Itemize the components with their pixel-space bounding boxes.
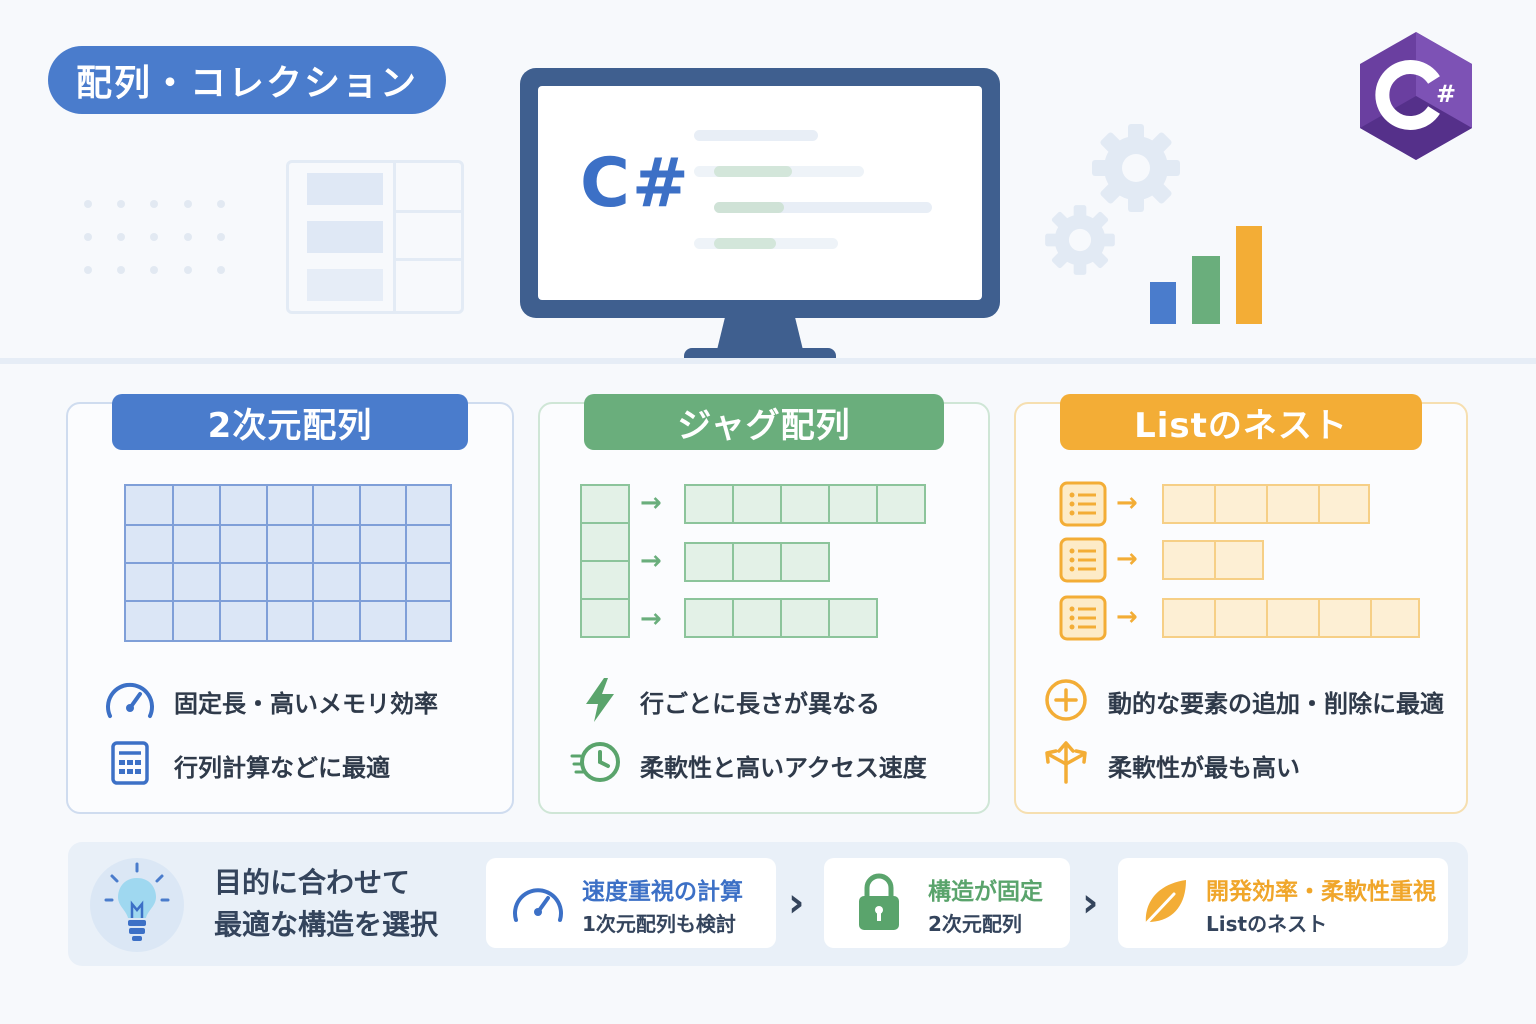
feature-text: 行ごとに長さが異なる bbox=[640, 690, 880, 718]
monitor-illustration: C# bbox=[520, 68, 1000, 318]
summary-title-line1: 目的に合わせて bbox=[214, 866, 411, 899]
list-nest-illustration: → → → bbox=[1058, 480, 1438, 644]
jagged-array-illustration: → → → bbox=[580, 484, 940, 644]
feature-text: 柔軟性が最も高い bbox=[1108, 754, 1300, 782]
tip-subtext: 2次元配列 bbox=[928, 912, 1022, 936]
calculator-icon bbox=[111, 741, 149, 785]
tip-heading: 開発効率・柔軟性重視 bbox=[1206, 879, 1436, 905]
tip-card-speed bbox=[486, 858, 776, 948]
chevron-right-icon: › bbox=[788, 880, 805, 926]
feature-text: 固定長・高いメモリ効率 bbox=[174, 690, 438, 718]
card-title: 2次元配列 bbox=[112, 394, 468, 450]
fast-clock-icon bbox=[570, 742, 620, 782]
2d-array-grid bbox=[124, 484, 452, 642]
list-icon bbox=[1059, 595, 1107, 641]
decorative-dots bbox=[84, 200, 234, 280]
divider bbox=[0, 358, 1536, 364]
arrows-expand-icon bbox=[1045, 741, 1087, 784]
gear-icon bbox=[1045, 205, 1115, 275]
table-illustration bbox=[286, 160, 464, 314]
list-icon bbox=[1059, 481, 1107, 527]
lightning-icon bbox=[586, 678, 614, 722]
card-title: Listのネスト bbox=[1060, 394, 1422, 450]
csharp-code-label: C# bbox=[580, 144, 691, 223]
chevron-right-icon: › bbox=[1082, 880, 1099, 926]
tip-subtext: Listのネスト bbox=[1206, 912, 1328, 936]
speedometer-icon bbox=[513, 888, 563, 922]
summary-title-line2: 最適な構造を選択 bbox=[214, 908, 439, 941]
lock-icon bbox=[859, 873, 899, 930]
plus-circle-icon bbox=[1045, 679, 1087, 721]
leaf-icon bbox=[1140, 880, 1186, 930]
card-title: ジャグ配列 bbox=[584, 394, 944, 450]
list-icon bbox=[1059, 537, 1107, 583]
lightbulb-icon bbox=[104, 862, 170, 941]
csharp-logo bbox=[1360, 32, 1472, 160]
feature-text: 動的な要素の追加・削除に最適 bbox=[1108, 690, 1444, 718]
speedometer-icon bbox=[106, 682, 154, 718]
feature-text: 行列計算などに最適 bbox=[174, 754, 390, 782]
sharp-icon: # bbox=[1436, 80, 1457, 108]
tip-subtext: 1次元配列も検討 bbox=[582, 912, 736, 936]
feature-text: 柔軟性と高いアクセス速度 bbox=[640, 754, 927, 782]
page-title: 配列・コレクション bbox=[48, 46, 446, 114]
tip-heading: 速度重視の計算 bbox=[582, 879, 743, 905]
bar-chart-icon bbox=[1148, 222, 1268, 326]
gear-icon bbox=[1092, 124, 1180, 212]
tip-heading: 構造が固定 bbox=[928, 879, 1043, 905]
